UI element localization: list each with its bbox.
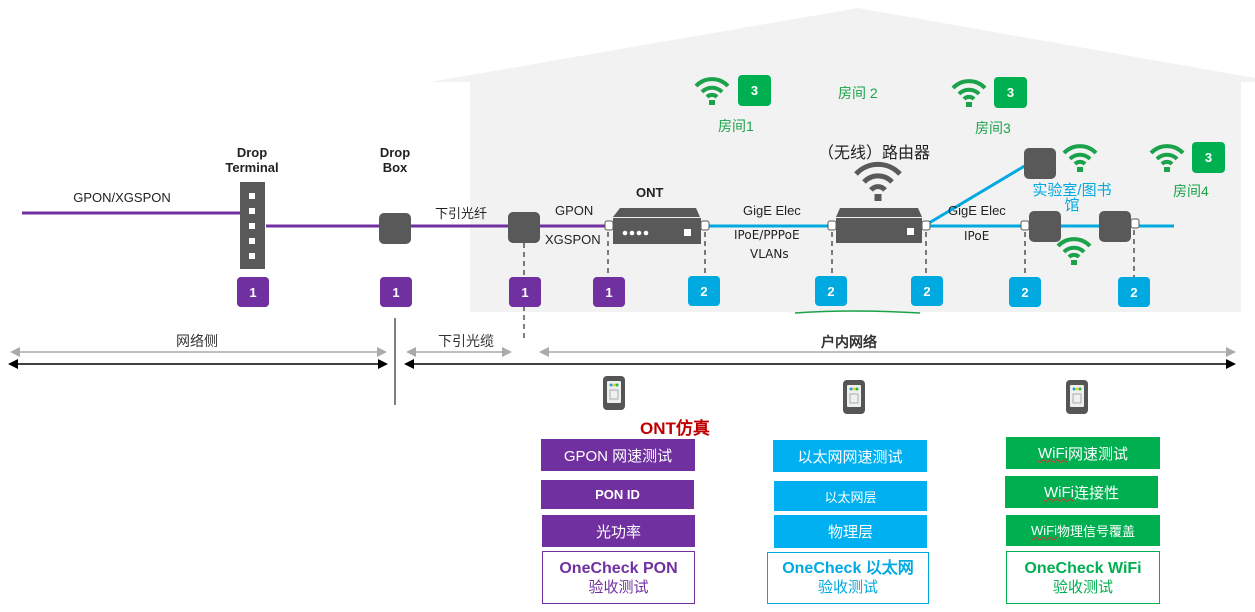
- drop-terminal-label-line1: Drop: [236, 145, 268, 160]
- wifi-test-badge-room4: 3: [1192, 142, 1225, 173]
- room-label-1: 房间1: [718, 118, 754, 134]
- drop-fiber-label: 下引光纤: [435, 206, 488, 221]
- router-device-icon: [827, 208, 931, 243]
- ont-eth-ipoe-pppoe-label: IPoE/PPPoE: [734, 228, 800, 242]
- onecheck-pon-subtitle: 验收测试: [588, 578, 649, 596]
- router-label: （无线）路由器: [818, 145, 931, 162]
- wifi-connectivity-box: WiFi 连接性: [1005, 476, 1158, 508]
- tester-device-icon-wifi: [1066, 380, 1088, 414]
- onecheck-ethernet-box: OneCheck 以太网 验收测试: [767, 552, 929, 604]
- drop-terminal-label-line2: Terminal: [225, 160, 279, 175]
- router-eth-gige-label: GigE Elec: [948, 203, 1006, 218]
- onecheck-pon-box: OneCheck PON 验收测试: [542, 551, 695, 604]
- physical-layer-box: 物理层: [774, 515, 927, 548]
- ethernet-layer-box: 以太网层: [774, 481, 927, 511]
- pon-test-badge-ont: 1: [593, 277, 625, 307]
- span-label-network-side: 网络侧: [176, 333, 218, 349]
- onecheck-ethernet-title: OneCheck 以太网: [782, 560, 914, 577]
- wifi-coverage-prefix: WiFi: [1030, 523, 1057, 538]
- wifi-speed-test-box: WiFi 网速测试: [1006, 437, 1160, 469]
- ont-emulation-label: ONT仿真: [640, 419, 710, 438]
- onecheck-ethernet-subtitle: 验收测试: [817, 579, 878, 596]
- extender-1-icon: [1029, 211, 1061, 242]
- extender-1-port: [1020, 220, 1030, 231]
- router-eth-ipoe-label: IPoE: [964, 229, 990, 243]
- splice-box-icon: [508, 212, 540, 243]
- drop-box-icon: [379, 213, 411, 244]
- extender-2-port: [1130, 218, 1140, 229]
- eth-test-badge-router-out: 2: [911, 276, 943, 306]
- link-label-gpon-xgspon: GPON/XGSPON: [73, 190, 171, 205]
- ont-device-icon: [604, 208, 710, 244]
- lab-library-label-line1: 实验室/图书: [1032, 182, 1112, 199]
- span-label-drop-cable: 下引光缆: [438, 333, 494, 349]
- span-label-home-network: 户内网络: [821, 334, 877, 350]
- eth-test-badge-extender-2: 2: [1118, 277, 1150, 307]
- drop-terminal-icon: [240, 182, 265, 269]
- drop-box-label-line2: Box: [382, 160, 408, 175]
- wifi-test-badge-room3: 3: [994, 77, 1027, 108]
- lab-library-label: 实验室/图书 馆: [1032, 183, 1111, 213]
- onecheck-pon-title: OneCheck PON: [559, 559, 678, 577]
- eth-test-badge-router-in: 2: [815, 276, 847, 306]
- ethernet-speed-test-box: 以太网网速测试: [773, 440, 927, 472]
- router-underline: [794, 310, 921, 314]
- room-label-2: 房间 2: [838, 85, 878, 101]
- onecheck-wifi-box: OneCheck WiFi 验收测试: [1006, 551, 1160, 604]
- room-label-4: 房间4: [1173, 183, 1209, 199]
- pon-id-box: PON ID: [541, 480, 694, 509]
- optical-power-box: 光功率: [542, 515, 695, 547]
- wifi-test-badge-room1: 3: [738, 75, 771, 106]
- drop-box-label-line1: Drop: [379, 145, 411, 160]
- ont-eth-vlans-label: VLANs: [750, 247, 789, 261]
- tester-device-icon-ethernet: [843, 380, 865, 414]
- drop-box-label: Drop Box: [380, 145, 410, 175]
- pon-test-badge-drop-box: 1: [380, 277, 412, 307]
- ont-eth-gige-label: GigE Elec: [743, 203, 801, 218]
- room-label-3: 房间3: [975, 120, 1011, 136]
- ont-label: ONT: [636, 185, 664, 200]
- ethernet-line-router-lab: [923, 162, 1029, 228]
- pon-test-badge-splice: 1: [509, 277, 541, 307]
- drop-terminal-label: Drop Terminal: [225, 145, 278, 175]
- eth-test-badge-extender-1: 2: [1009, 277, 1041, 307]
- lab-library-label-line2: 馆: [1064, 197, 1080, 214]
- wifi-coverage-label: 物理信号覆盖: [1056, 524, 1135, 539]
- eth-test-badge-ont: 2: [688, 276, 720, 306]
- pon-test-badge-drop-terminal: 1: [237, 277, 269, 307]
- wifi-speed-test-label: 网速测试: [1067, 445, 1128, 463]
- lab-access-point-icon: [1024, 148, 1056, 179]
- wifi-connectivity-label: 连接性: [1073, 484, 1119, 502]
- wifi-connectivity-prefix: WiFi: [1043, 483, 1074, 501]
- pon-speed-test-box: GPON 网速测试: [541, 439, 695, 471]
- tester-device-icon-pon: [603, 376, 625, 410]
- ont-link-xgspon-label: XGSPON: [545, 232, 601, 247]
- router-wifi-icon: [854, 161, 902, 201]
- extender-2-icon: [1099, 211, 1131, 242]
- wifi-speed-test-prefix: WiFi: [1037, 444, 1068, 462]
- onecheck-wifi-title: OneCheck WiFi: [1024, 559, 1142, 577]
- wifi-coverage-box: WiFi 物理信号覆盖: [1006, 515, 1160, 546]
- ont-link-gpon-label: GPON: [555, 203, 594, 218]
- onecheck-wifi-subtitle: 验收测试: [1052, 578, 1113, 596]
